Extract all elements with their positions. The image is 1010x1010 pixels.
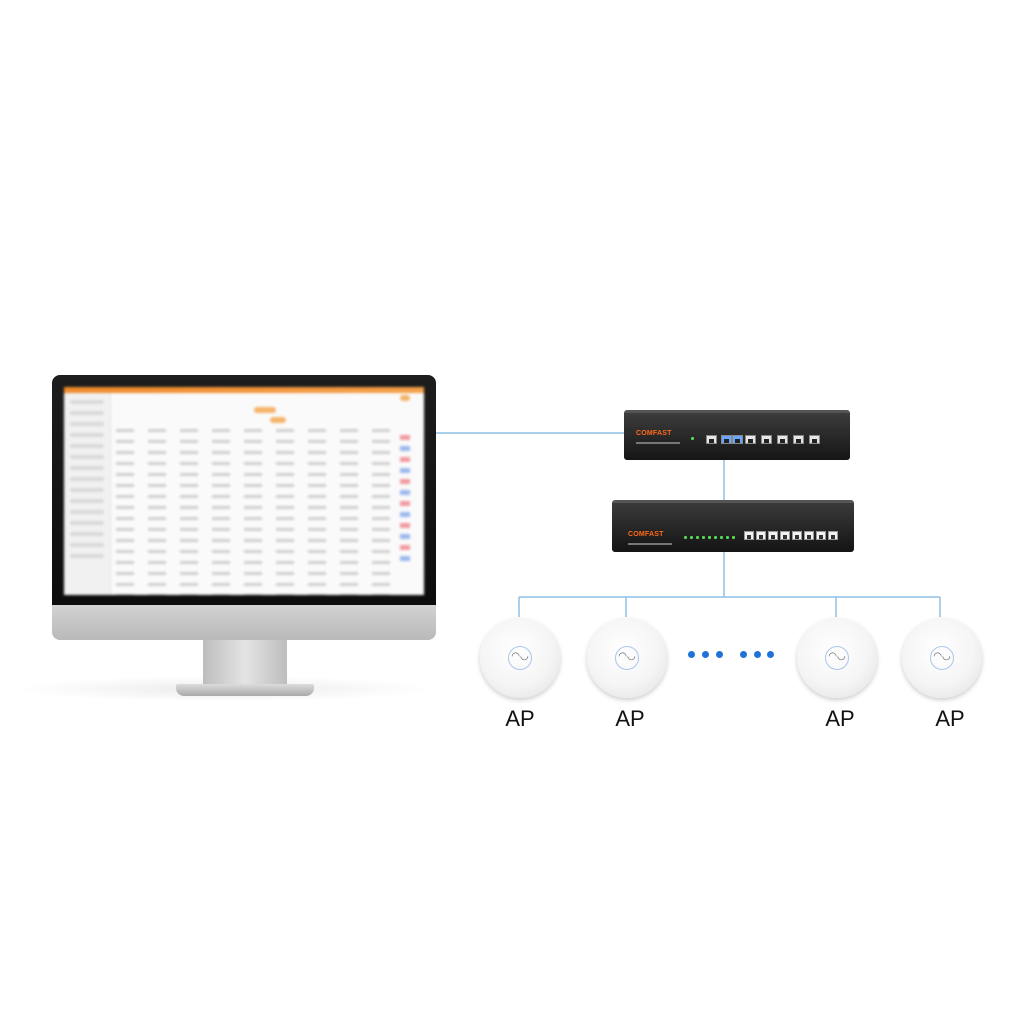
controller-ethernet-port (793, 435, 804, 444)
ap-label: AP (505, 706, 535, 731)
monitor-stand-neck (203, 640, 287, 686)
ellipsis-dot (702, 651, 709, 658)
switch-led (696, 536, 699, 539)
ap-logo-icon: ◠◡ (511, 651, 529, 662)
ap-status-ring (825, 646, 849, 670)
switch-led (714, 536, 717, 539)
ellipsis-dot (740, 651, 747, 658)
screen-action-badge (400, 395, 410, 401)
switch-model-text (628, 543, 672, 545)
switch-ethernet-port (804, 531, 814, 540)
switch-brand-label: COMFAST (628, 531, 664, 538)
ellipsis-dot (754, 651, 761, 658)
switch-ethernet-port (816, 531, 826, 540)
management-screen (64, 387, 424, 595)
ellipsis-dot (688, 651, 695, 658)
controller-brand-label: COMFAST (636, 430, 672, 437)
controller-usb-port (721, 435, 732, 444)
controller-power-led (691, 437, 694, 440)
screen-sidebar (64, 393, 111, 595)
screen-status-column (400, 435, 410, 565)
access-point-icon: ◠◡ (902, 618, 982, 698)
ap-logo-icon: ◠◡ (618, 651, 636, 662)
switch-ethernet-port (828, 531, 838, 540)
controller-ethernet-port (745, 435, 756, 444)
switch-led (726, 536, 729, 539)
switch-ethernet-port (744, 531, 754, 540)
ap-status-ring (508, 646, 532, 670)
screen-highlight-badge (254, 407, 276, 413)
ap-status-ring (930, 646, 954, 670)
ap-status-ring (615, 646, 639, 670)
switch-ethernet-port (792, 531, 802, 540)
screen-highlight-badge (270, 417, 286, 423)
switch-led (702, 536, 705, 539)
access-point-icon: ◠◡ (587, 618, 667, 698)
controller-usb-port (732, 435, 743, 444)
controller-console-port (706, 435, 717, 444)
screen-table-rows (116, 429, 404, 595)
monitor-bezel (52, 375, 436, 605)
ellipsis-dot (716, 651, 723, 658)
ap-logo-icon: ◠◡ (933, 651, 951, 662)
controller-ethernet-port (777, 435, 788, 444)
poe-switch-icon: COMFAST (612, 500, 854, 552)
ap-label: AP (615, 706, 645, 731)
monitor-stand-base (176, 684, 314, 696)
monitor-chin (52, 605, 436, 640)
ap-logo-icon: ◠◡ (828, 651, 846, 662)
ap-label: AP (825, 706, 855, 731)
access-point-icon: ◠◡ (797, 618, 877, 698)
switch-ethernet-port (780, 531, 790, 540)
switch-led (732, 536, 735, 539)
switch-ethernet-port (756, 531, 766, 540)
switch-ethernet-port (768, 531, 778, 540)
ap-label: AP (935, 706, 965, 731)
controller-ethernet-port (761, 435, 772, 444)
access-point-icon: ◠◡ (480, 618, 560, 698)
switch-led (690, 536, 693, 539)
screen-header-bar (64, 387, 424, 393)
ellipsis-dot (767, 651, 774, 658)
controller-model-text (636, 442, 680, 444)
switch-led (708, 536, 711, 539)
controller-ethernet-port (809, 435, 820, 444)
switch-led (720, 536, 723, 539)
gateway-controller-icon: COMFAST (624, 410, 850, 460)
switch-led (684, 536, 687, 539)
